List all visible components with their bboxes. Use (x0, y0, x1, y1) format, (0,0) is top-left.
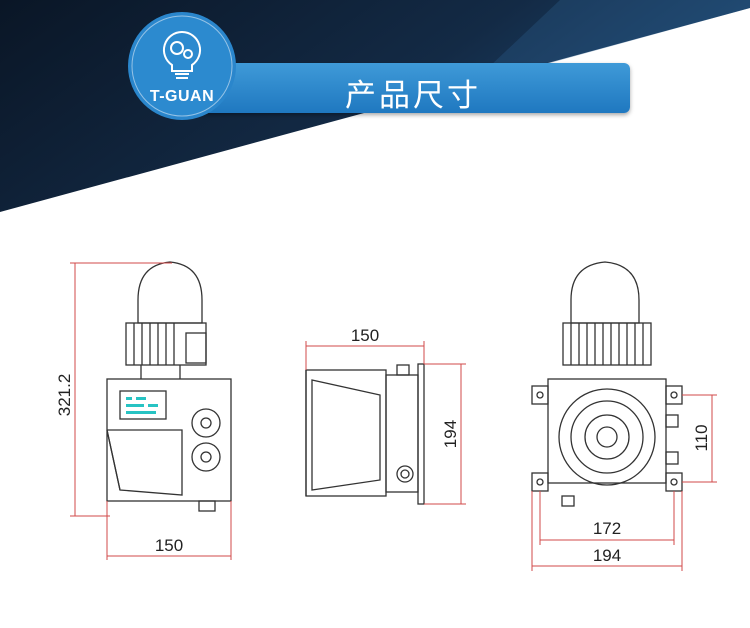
front-depth-label: 150 (351, 326, 379, 345)
back-mount-horizontal-label: 172 (593, 519, 621, 538)
front-height-label: 194 (441, 420, 460, 448)
side-width-label: 150 (155, 536, 183, 555)
back-mount-vertical-label: 110 (692, 424, 711, 451)
brand-name: T-GUAN (149, 88, 215, 105)
side-height-label: 321.2 (55, 374, 74, 417)
back-view (531, 261, 683, 507)
brand-logo: T-GUAN (125, 12, 239, 120)
side-view (106, 261, 232, 512)
back-width-label: 194 (593, 546, 621, 565)
front-view (305, 363, 425, 505)
page-title: 产品尺寸 (345, 78, 481, 114)
title-bar: 产品尺寸 (196, 63, 630, 114)
gear-bulb-icon (128, 12, 236, 120)
